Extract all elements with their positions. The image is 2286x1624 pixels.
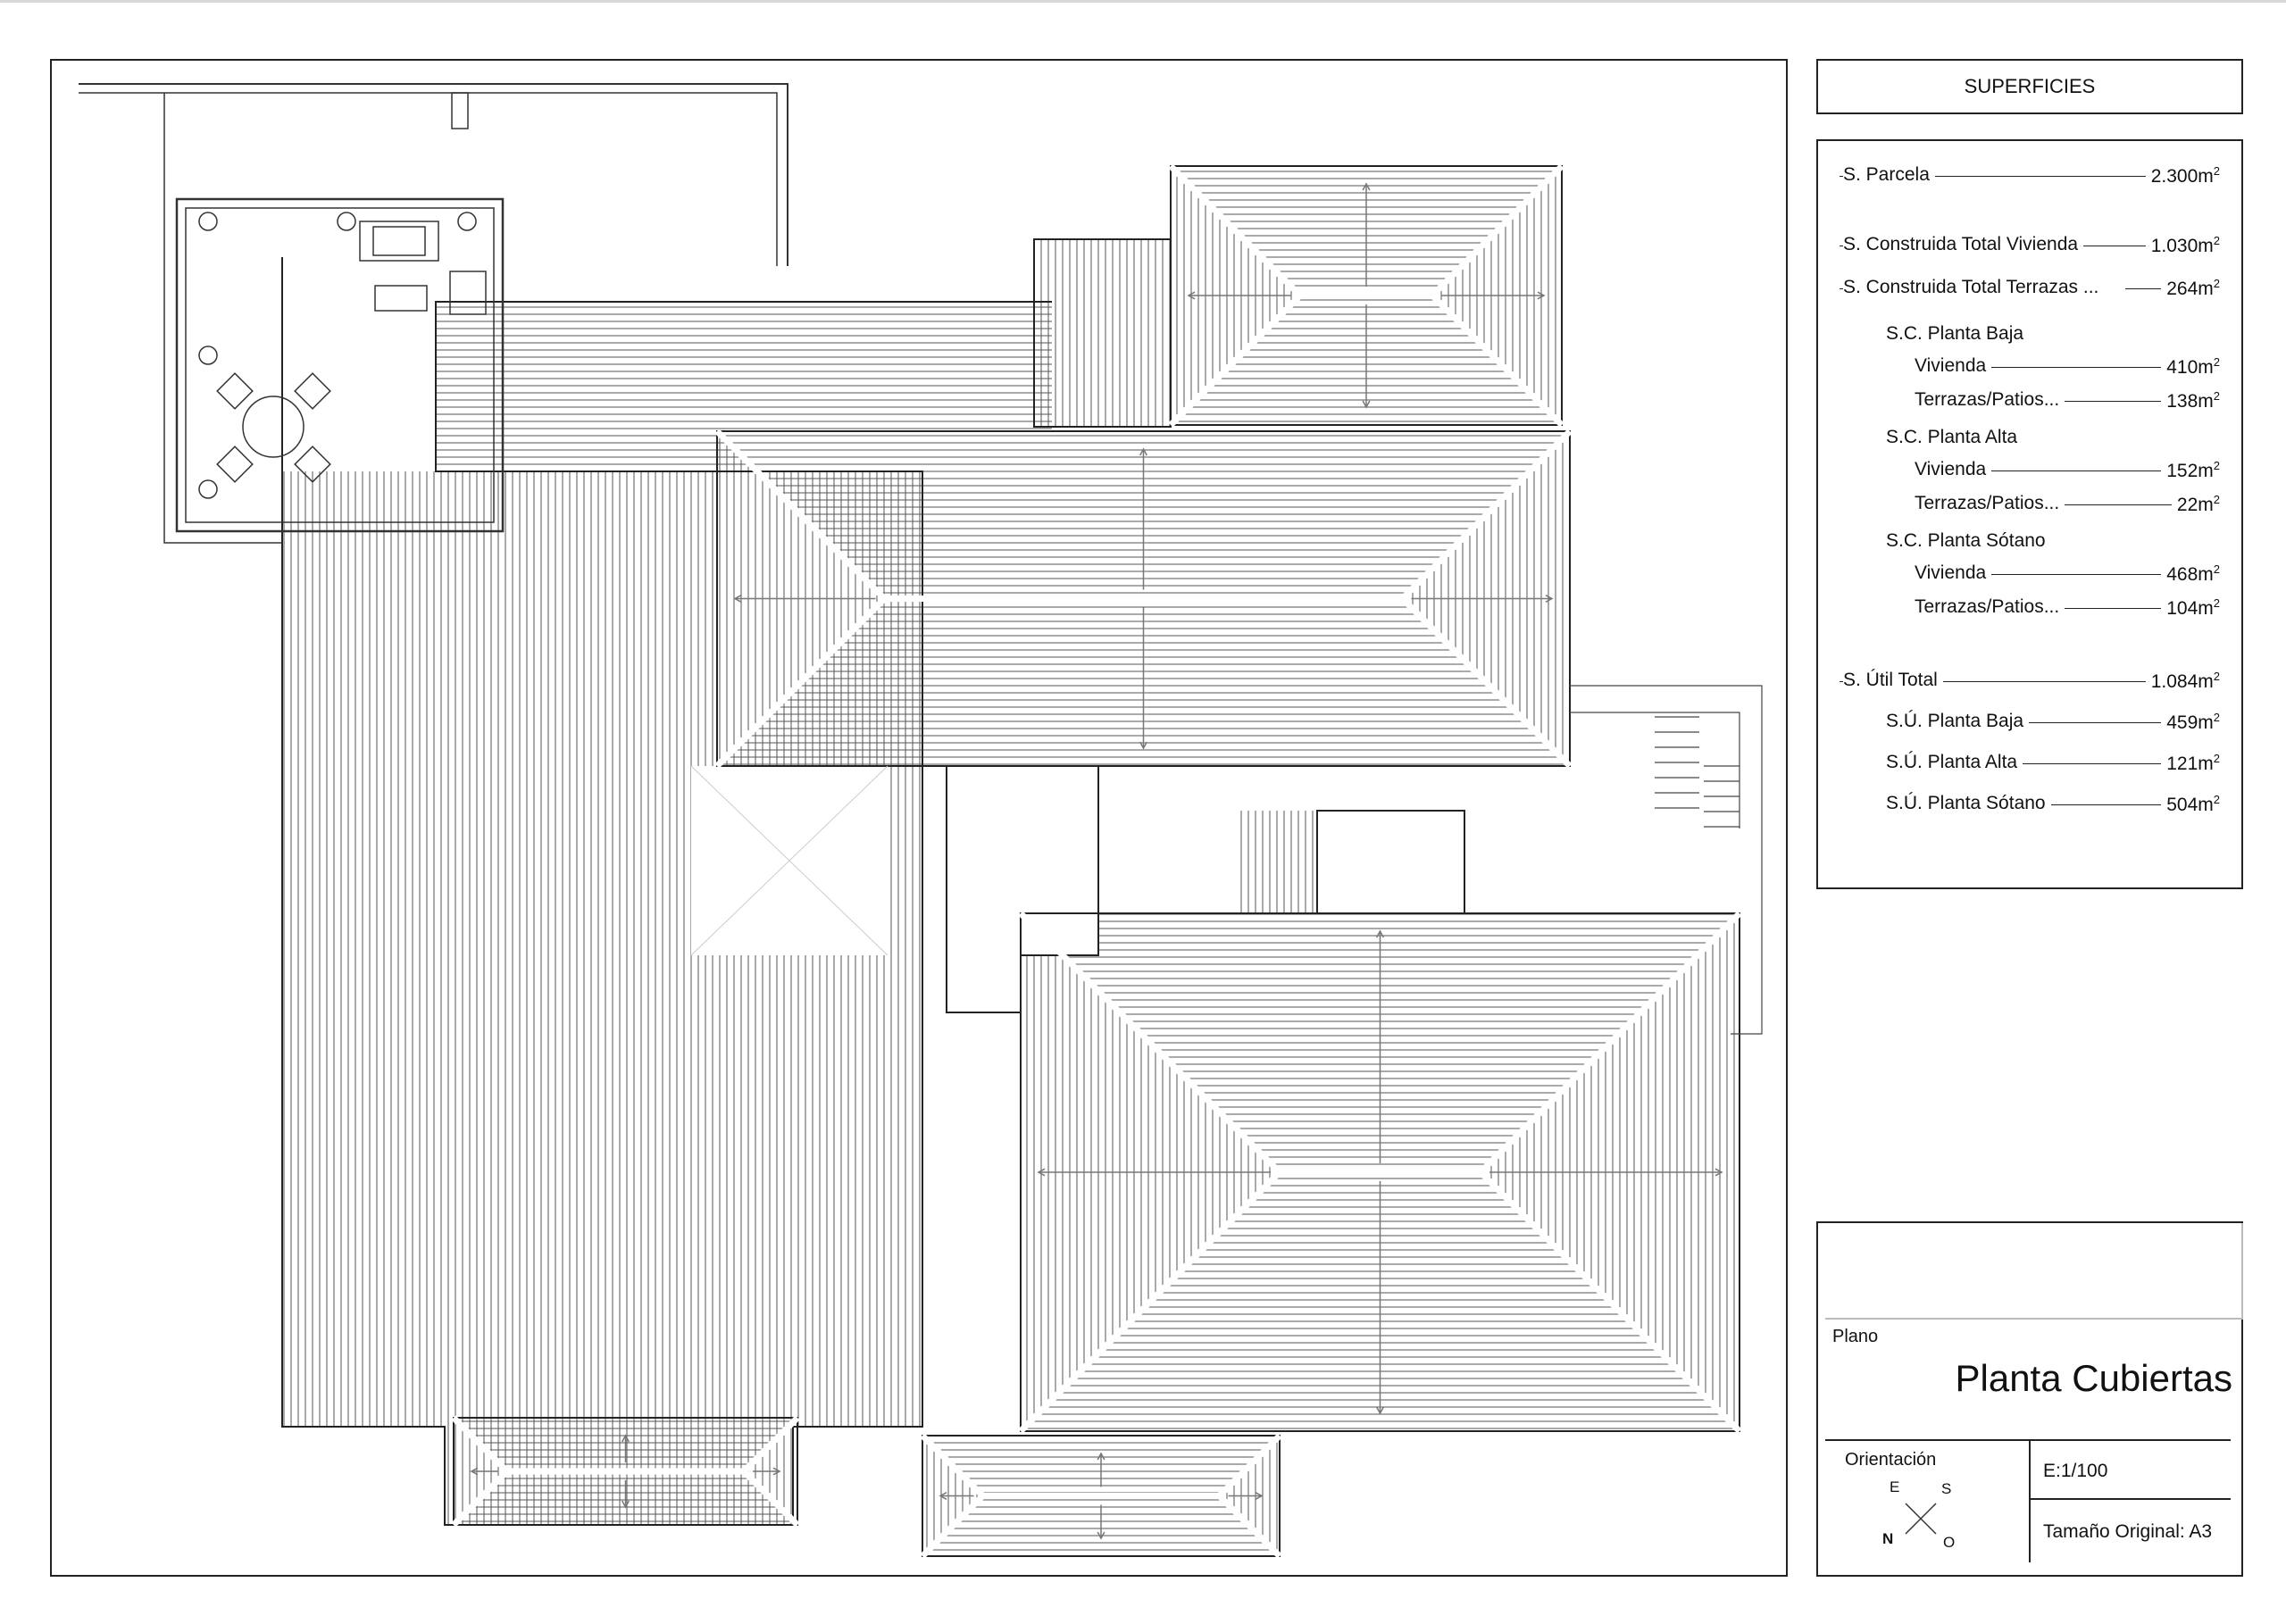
sofa [359,221,439,262]
row-sotano-vivienda: Vivienda 468m2 [1915,562,2220,586]
row-alta-terrazas: Terrazas/Patios... 22m2 [1915,493,2220,516]
row-baja-terrazas: Terrazas/Patios... 138m2 [1915,389,2220,412]
roof-ne-annex-outline [1033,238,1172,428]
roof-planes [282,166,1740,1556]
roof-center-upper-arrows [733,447,1554,750]
round-table [242,396,305,458]
tamano-value: Tamaño Original: A3 [2043,1521,2213,1542]
superficies-header: SUPERFICIES [1816,59,2243,114]
roof-se-arrows [1037,929,1723,1415]
orientacion-label: Orientación [1845,1450,1937,1470]
planter-4 [198,479,218,499]
planter-2 [457,212,477,231]
terrace-area [79,83,1763,1035]
planter-0 [198,212,218,231]
roof-s2-arrows [939,1452,1264,1540]
row-util-baja: S.Ú. Planta Baja 459m2 [1886,711,2220,734]
plano-label: Plano [1832,1327,1879,1346]
compass-e: E [1890,1478,1900,1495]
roof-ne-annex [1034,239,1171,427]
slope-arrows [470,182,1723,1540]
roof-s1-ridges [451,1415,800,1528]
heading-planta-alta: S.C. Planta Alta [1886,427,2018,447]
title-block: Plano Planta Cubiertas Orientación N E S… [1816,1221,2243,1577]
east-patio-roof [1235,811,1317,913]
compass-s: S [1941,1480,1952,1497]
terrace-railing-inner [79,92,778,266]
compass-o: O [1943,1534,1956,1551]
pool-outer [175,197,505,533]
roof-center-upper-ridges [714,429,1573,769]
roof-ne-ridges [1168,163,1564,428]
ridge-lines [451,163,1742,1559]
chair-0 [216,372,254,410]
row-alta-vivienda: Vivienda 152m2 [1915,459,2220,482]
terrace-post [451,92,469,129]
heading-planta-baja: S.C. Planta Baja [1886,323,2024,344]
row-construida-vivienda: S. Construida Total Vivienda 1.030m2 [1818,234,2241,261]
roof-se-ridges [1018,911,1742,1434]
row-util-total: S. Útil Total 1.084m2 [1818,670,2241,696]
roof-s2-ridges [920,1433,1282,1559]
roof-plan-drawing [50,59,1788,1577]
roof-ne-arrows [1187,182,1546,409]
escala-value: E:1/100 [2043,1461,2108,1481]
row-util-sotano: S.Ú. Planta Sótano 504m2 [1886,793,2220,816]
superficies-title: SUPERFICIES [1964,75,2096,97]
terrace-railing [79,83,788,266]
row-util-alta: S.Ú. Planta Alta 121m2 [1886,752,2220,775]
row-parcela: S. Parcela 2.300m2 [1818,164,2241,191]
roof-plan-svg [79,83,1763,1559]
lounger [449,271,487,315]
row-baja-vivienda: Vivienda 410m2 [1915,355,2220,379]
chair-2 [216,446,254,483]
planter-3 [198,346,218,365]
patio-diagonals [690,765,889,956]
roof-s1-arrows [470,1434,781,1509]
roof-s2-outline [922,1435,1281,1557]
chair-1 [294,372,331,410]
title-block-divider [1825,1439,2231,1441]
chair-3 [294,446,331,483]
plano-name: Planta Cubiertas [1955,1357,2232,1399]
compass-icon: N E S O [1881,1478,1961,1559]
heading-planta-sotano: S.C. Planta Sótano [1886,530,2046,551]
roof-north-band [436,302,1052,471]
terrace-edge [163,93,282,544]
row-sotano-terrazas: Terrazas/Patios... 104m2 [1915,596,2220,620]
roof-outlines [281,165,1740,1557]
sofa-seat [372,226,426,256]
title-block-divider-right [2029,1498,2231,1500]
planter-1 [337,212,356,231]
title-block-vertical-divider [2029,1439,2031,1562]
title-block-logo-area [1825,1223,2243,1320]
east-patio-outline [1316,810,1465,914]
stairwell-fill [947,766,1098,955]
roof-s1-outline [453,1417,798,1526]
compass-n: N [1882,1530,1894,1547]
superficies-table: S. Parcela 2.300m2 S. Construida Total V… [1816,139,2243,889]
top-rule [0,0,2286,3]
side-table [374,285,428,312]
east-stairs [1570,685,1763,1035]
pool-inner [185,207,495,523]
stairwell-outline [946,765,1099,1013]
row-construida-terrazas: S. Construida Total Terrazas ... 264m2 [1818,277,2241,304]
roof-west-outline [281,257,1052,1526]
roof-center-upper-outline [716,430,1571,767]
east-patio-fill [1317,811,1464,913]
